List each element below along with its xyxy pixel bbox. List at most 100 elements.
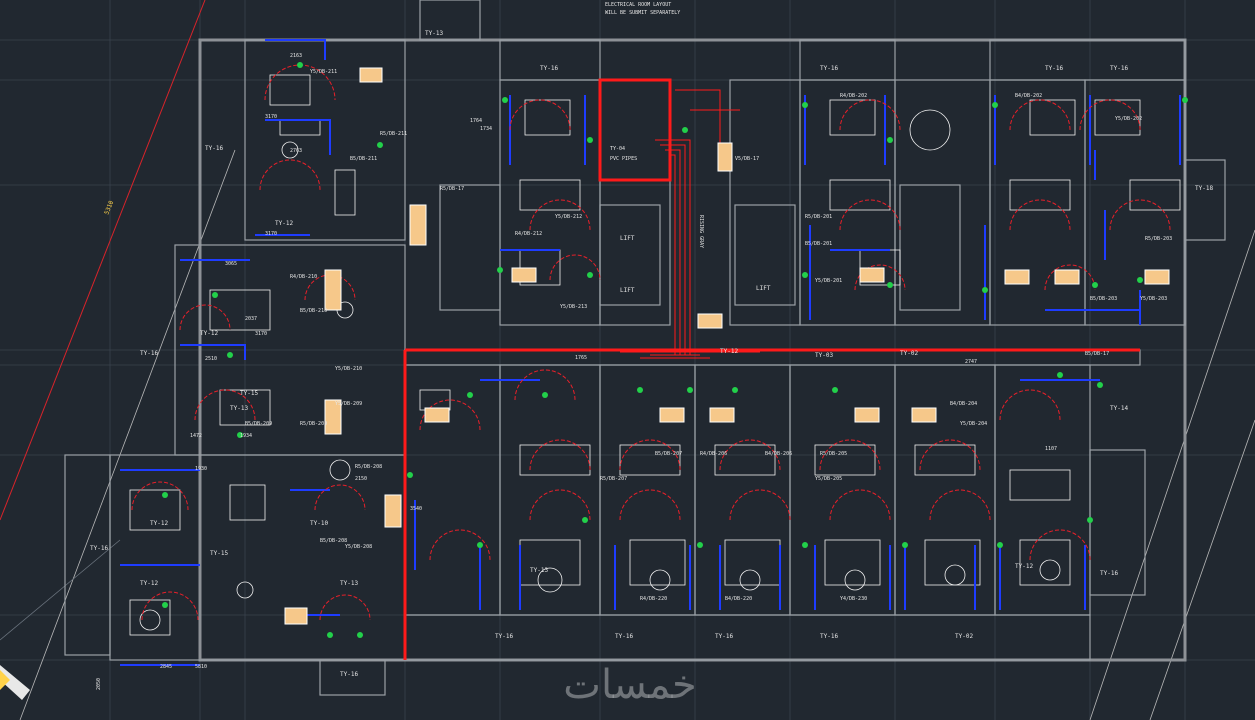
furniture-item bbox=[519, 444, 591, 476]
circuit-arc bbox=[1109, 199, 1171, 231]
db-label: B5/DB-208 bbox=[320, 538, 347, 544]
outlet-marker bbox=[212, 292, 218, 298]
circuit-arc bbox=[529, 439, 591, 471]
dimension-left: 5310 bbox=[103, 199, 115, 215]
outlet-marker bbox=[237, 432, 243, 438]
circuit-arc bbox=[619, 439, 681, 471]
note-line-2: WILL BE SUBMIT SEPARATELY bbox=[605, 10, 680, 16]
furniture-item bbox=[519, 179, 581, 211]
outlet-marker bbox=[227, 352, 233, 358]
furniture-item bbox=[714, 444, 776, 476]
furniture-item bbox=[914, 444, 976, 476]
furniture-item bbox=[1019, 539, 1071, 586]
dimension-label: 1472 bbox=[190, 433, 202, 439]
room-tag: TY-16 bbox=[90, 545, 108, 552]
room-tag: TY-12 bbox=[275, 220, 293, 227]
db-label: Y5/DB-211 bbox=[310, 69, 337, 75]
outlet-marker bbox=[682, 127, 688, 133]
db-label: R5/DB-207 bbox=[600, 476, 627, 482]
watermark: خمسات bbox=[563, 662, 697, 708]
circuit-arc bbox=[514, 369, 576, 401]
furniture-item bbox=[824, 539, 881, 586]
db-label: Y5/DB-205 bbox=[815, 476, 842, 482]
room-tag: TY-13 bbox=[425, 30, 443, 37]
distribution-board bbox=[911, 407, 937, 423]
furniture-item bbox=[1009, 469, 1071, 501]
plan-note: ELECTRICAL ROOM LAYOUT WILL BE SUBMIT SE… bbox=[605, 2, 680, 16]
distribution-board bbox=[384, 494, 402, 528]
circuit-run bbox=[180, 344, 246, 360]
outlet-marker bbox=[587, 272, 593, 278]
db-label: B4/DB-220 bbox=[725, 596, 752, 602]
room-tag: TY-16 bbox=[715, 633, 733, 640]
distribution-board bbox=[324, 399, 342, 435]
circuit-arc bbox=[839, 99, 901, 131]
outlet-marker bbox=[407, 472, 413, 478]
distribution-board bbox=[717, 142, 733, 172]
fixture-item bbox=[844, 569, 866, 591]
circuit-arc bbox=[549, 254, 601, 281]
room-tag: TY-16 bbox=[140, 350, 158, 357]
distribution-board bbox=[511, 267, 537, 283]
distribution-board bbox=[324, 269, 342, 311]
overall-dimensions: 5310 2050 bbox=[96, 199, 115, 690]
db-label: R5/DB-17 bbox=[440, 186, 464, 192]
dimension-label: 2845 bbox=[160, 664, 172, 670]
circuit-arc bbox=[929, 489, 991, 521]
outlet-marker bbox=[357, 632, 363, 638]
circuit-arc bbox=[999, 389, 1061, 421]
db-label: B5/DB-203 bbox=[1090, 296, 1117, 302]
distribution-board bbox=[854, 407, 880, 423]
outlet-marker bbox=[377, 142, 383, 148]
db-label: Y5/DB-202 bbox=[1115, 116, 1142, 122]
outlet-marker bbox=[582, 517, 588, 523]
db-label: Y5/DB-212 bbox=[555, 214, 582, 220]
dimension-label: 2150 bbox=[355, 476, 367, 482]
db-labels: Y5/DB-211R5/DB-211B5/DB-211Y5/DB-212R4/D… bbox=[245, 69, 1172, 602]
dimension-label: 2763 bbox=[290, 148, 302, 154]
distribution-board bbox=[1144, 269, 1170, 285]
dimension-label: 3170 bbox=[265, 231, 277, 237]
dimension-label: 1107 bbox=[1045, 446, 1057, 452]
circuit-arc bbox=[1009, 199, 1071, 231]
dimension-label: 5810 bbox=[195, 664, 207, 670]
room-tag: TY-12 bbox=[720, 348, 738, 355]
riser-label: RISING GRAY bbox=[698, 215, 704, 248]
dimension-label: 1734 bbox=[480, 126, 492, 132]
outlet-marker bbox=[162, 602, 168, 608]
fixture-item bbox=[1039, 559, 1061, 581]
outlet-marker bbox=[327, 632, 333, 638]
furniture-item bbox=[334, 169, 356, 216]
furniture-item bbox=[829, 99, 876, 136]
dimension-bottom: 2050 bbox=[96, 678, 102, 690]
db-label: B4/DB-206 bbox=[765, 451, 792, 457]
outlet-marker bbox=[687, 387, 693, 393]
db-label: R5/DB-203 bbox=[1145, 236, 1172, 242]
distribution-board bbox=[409, 204, 427, 246]
room-tag: TY-02 bbox=[955, 633, 973, 640]
dimension-label: 1934 bbox=[240, 433, 252, 439]
circuit-arc bbox=[1029, 529, 1091, 561]
room-tag: TY-10 bbox=[310, 520, 328, 527]
dimension-label: 3170 bbox=[255, 331, 267, 337]
ty04-label: TY-04 bbox=[610, 146, 625, 152]
circuit-arcs bbox=[131, 64, 1171, 621]
circuit-arc bbox=[1009, 99, 1071, 131]
circuit-arc bbox=[509, 99, 571, 131]
building-walls bbox=[64, 0, 1226, 696]
db-label: B5/DB-209 bbox=[245, 421, 272, 427]
furniture-item bbox=[269, 74, 311, 106]
db-label: R4/DB-206 bbox=[700, 451, 727, 457]
db-label: R4/DB-210 bbox=[290, 274, 317, 280]
circuit-runs bbox=[120, 39, 1181, 666]
room-tag: TY-16 bbox=[540, 65, 558, 72]
db-label: B5/DB-201 bbox=[805, 241, 832, 247]
outlet-marker bbox=[542, 392, 548, 398]
distribution-board bbox=[659, 407, 685, 423]
outlet-marker bbox=[297, 62, 303, 68]
distribution-board bbox=[359, 67, 383, 83]
furniture-item bbox=[814, 444, 876, 476]
furniture-fixtures bbox=[129, 74, 1181, 636]
room-tag: TY-12 bbox=[1015, 563, 1033, 570]
distribution-boards bbox=[162, 62, 1188, 638]
